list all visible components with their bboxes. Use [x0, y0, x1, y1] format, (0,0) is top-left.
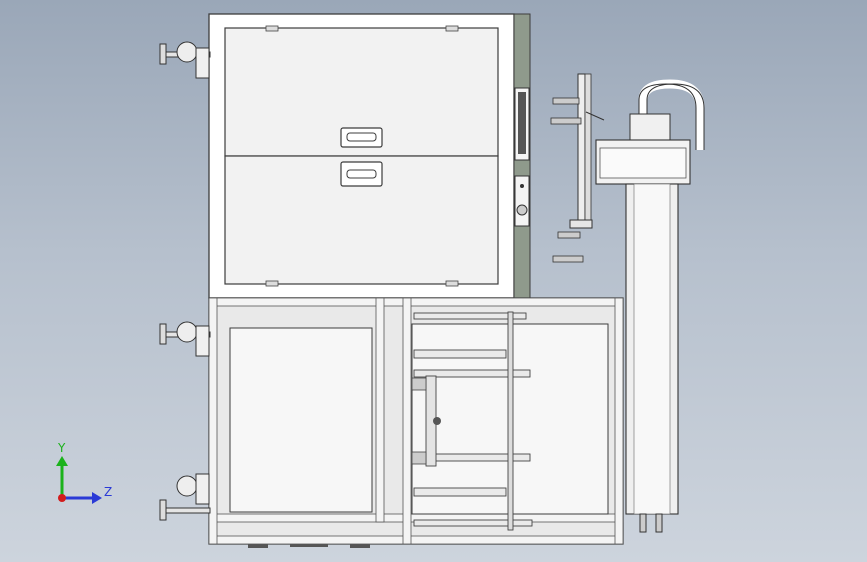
hinge [265, 25, 279, 32]
lower-frame [208, 297, 624, 548]
hinge [445, 280, 459, 287]
caster-top [159, 41, 211, 79]
hinge [265, 280, 279, 287]
orientation-triad: Y Z [44, 440, 124, 510]
caster-wheels [159, 41, 211, 521]
linear-actuator [595, 79, 705, 533]
upper-cabinet [208, 13, 531, 299]
caster-bottom [159, 473, 211, 521]
lower-left-panel [229, 327, 373, 513]
y-axis-label: Y [57, 441, 66, 455]
hinge [445, 25, 459, 32]
guide-rods [413, 312, 533, 527]
clamp-bracket-assembly [550, 73, 605, 263]
x-axis-dot [58, 494, 66, 502]
caster-mid [159, 321, 211, 357]
z-axis-label: Z [104, 485, 112, 499]
